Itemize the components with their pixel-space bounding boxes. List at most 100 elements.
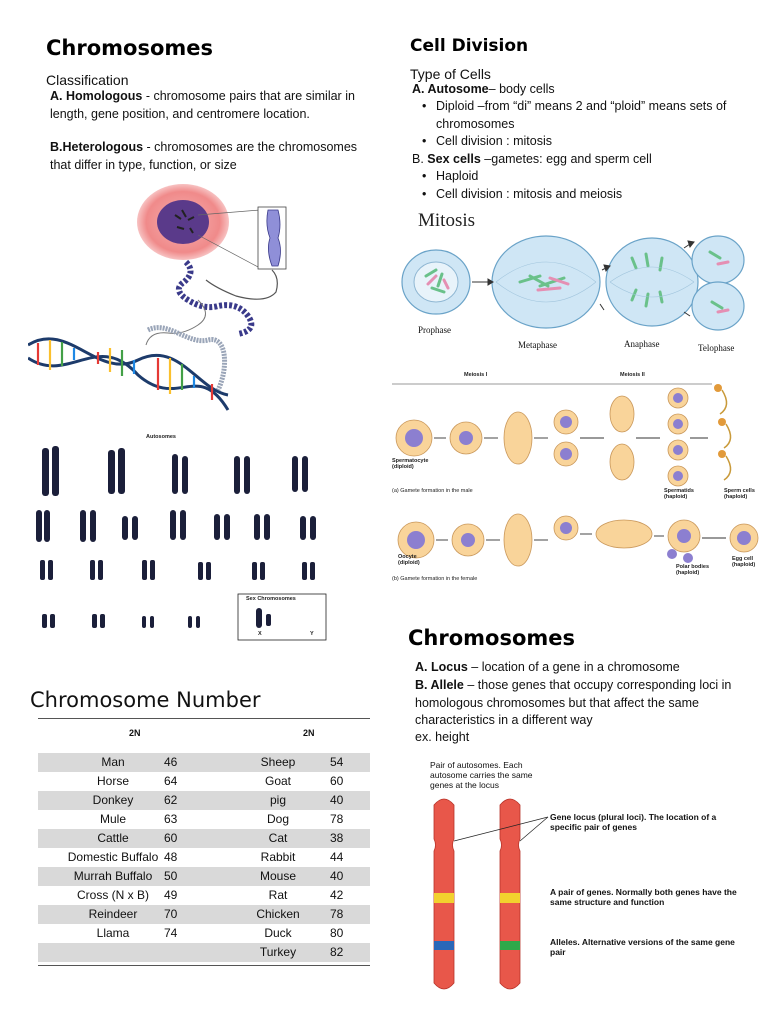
annotation-locus: Gene locus (plural loci). The location o… xyxy=(550,812,717,832)
count-cell: 50 xyxy=(164,869,178,883)
list-item: Cell division : mitosis xyxy=(422,133,752,151)
meiosis-1-label: Meiosis I xyxy=(464,372,488,378)
count-cell: 48 xyxy=(164,850,178,864)
count-cell: 63 xyxy=(164,812,178,826)
animal-cell: Mouse xyxy=(259,869,297,883)
meiosis-2-label: Meiosis II xyxy=(620,372,645,378)
count-cell: 49 xyxy=(164,888,178,902)
animal-cell: pig xyxy=(269,793,286,807)
mitosis-title: Mitosis xyxy=(418,210,476,231)
spermatocyte-ploidy: (diploid) xyxy=(392,464,414,470)
count-cell: 46 xyxy=(164,755,178,769)
heterologous-definition: B.Heterologous - chromosomes are the chr… xyxy=(50,139,360,174)
mitosis-stage-prophase: Prophase xyxy=(418,325,451,335)
allele-definition: B. Allele – those genes that occupy corr… xyxy=(415,677,745,730)
mitosis-stage-anaphase: Anaphase xyxy=(624,339,660,349)
table-row: Domestic Buffalo 48 Rabbit 44 xyxy=(38,848,370,867)
autosome-term: Autosome xyxy=(427,82,489,96)
animal-cell: Llama xyxy=(96,926,130,940)
oocyte-ploidy: (diploid) xyxy=(398,560,420,566)
page-title: Chromosomes xyxy=(46,36,214,60)
animal-cell: Sheep xyxy=(260,755,296,769)
sex-cells-line: B. Sex cells –gametes: egg and sperm cel… xyxy=(412,151,742,169)
count-cell: 82 xyxy=(330,945,344,959)
homologous-pair-illustration xyxy=(433,795,549,990)
count-cell: 40 xyxy=(330,793,344,807)
egg-cell-label: Egg cell(haploid) xyxy=(732,556,755,568)
animal-cell: Cross (N x B) xyxy=(77,888,149,902)
mitosis-stage-telophase: Telophase xyxy=(698,343,735,353)
spermatocyte-label: Spermatocyte(diploid) xyxy=(392,458,428,470)
sex-x-label: X xyxy=(258,631,262,637)
count-cell: 40 xyxy=(330,869,344,883)
sperm-cells-text: Sperm cells xyxy=(724,488,755,494)
locus-definition: A. Locus – location of a gene in a chrom… xyxy=(415,659,745,677)
chromosome-number-title: Chromosome Number xyxy=(30,688,261,712)
count-cell: 38 xyxy=(330,831,344,845)
sex-chromosomes-title: Sex Chromosomes xyxy=(246,596,296,602)
polar-bodies-text: Polar bodies xyxy=(676,564,710,570)
caption-female: (b) Gamete formation in the female xyxy=(392,576,478,582)
animal-cell: Donkey xyxy=(92,793,134,807)
spermatids-text: Spermatids xyxy=(664,488,694,494)
animal-cell: Murrah Buffalo xyxy=(73,869,153,883)
count-cell: 60 xyxy=(330,774,344,788)
mitosis-diagram xyxy=(401,235,745,331)
list-item: Haploid xyxy=(422,168,752,186)
oocyte-label: Oocyte(diploid) xyxy=(398,554,420,566)
list-item: Diploid –from “di” means 2 and “ploid” m… xyxy=(422,98,752,133)
annotation-gene-pair: A pair of genes. Normally both genes hav… xyxy=(550,887,737,907)
table-header-right: 2N xyxy=(303,728,315,738)
height-example: ex. height xyxy=(415,730,470,744)
sex-cells-list: Haploid Cell division : mitosis and meio… xyxy=(412,168,752,203)
count-cell: 74 xyxy=(164,926,178,940)
sperm-cells-label: Sperm cells(haploid) xyxy=(724,488,755,500)
homologous-term: A. Homologous xyxy=(50,89,143,103)
animal-cell: Rabbit xyxy=(260,850,296,864)
autosome-line: A. Autosome– body cells xyxy=(412,81,742,99)
animal-cell: Domestic Buffalo xyxy=(67,850,159,864)
heterologous-term: B.Heterologous xyxy=(50,140,144,154)
heterologous-desc: - chromosomes are the chromosomes that d… xyxy=(50,140,358,172)
list-item: Cell division : mitosis and meiosis xyxy=(422,186,752,204)
count-cell: 62 xyxy=(164,793,178,807)
table-row: Mule 63 Dog 78 xyxy=(38,810,370,829)
polar-bodies-ploidy: (haploid) xyxy=(676,570,700,576)
type-of-cells-heading: Type of Cells xyxy=(410,66,491,82)
autosome-list: Diploid –from “di” means 2 and “ploid” m… xyxy=(412,98,752,151)
autosome-desc: – body cells xyxy=(488,82,555,96)
annotation-autosomes: Pair of autosomes. Each autosome carries… xyxy=(430,760,533,790)
sex-term: Sex cells xyxy=(427,152,481,166)
animal-cell: Cattle xyxy=(97,831,129,845)
animal-cell: Turkey xyxy=(259,945,297,959)
animal-cell: Dog xyxy=(266,812,289,826)
egg-cell-ploidy: (haploid) xyxy=(732,562,756,568)
count-cell: 54 xyxy=(330,755,344,769)
count-cell: 78 xyxy=(330,812,344,826)
animal-cell: Duck xyxy=(264,926,292,940)
locus-desc: – location of a gene in a chromosome xyxy=(467,660,680,674)
sex-y-label: Y xyxy=(310,631,314,637)
count-cell: 44 xyxy=(330,850,344,864)
egg-cell-text: Egg cell xyxy=(732,556,754,562)
animal-cell: Horse xyxy=(96,774,129,788)
spermatids-ploidy: (haploid) xyxy=(664,494,688,500)
count-cell: 60 xyxy=(164,831,178,845)
spermatids-label: Spermatids(haploid) xyxy=(664,488,694,500)
animal-cell: Chicken xyxy=(256,907,300,921)
count-cell: 70 xyxy=(164,907,178,921)
allele-term: B. Allele xyxy=(415,678,464,692)
polar-bodies-label: Polar bodies(haploid) xyxy=(676,564,709,576)
meiosis-diagram xyxy=(392,383,759,567)
count-cell: 64 xyxy=(164,774,178,788)
karyotype-title: Autosomes xyxy=(146,434,176,440)
count-cell: 78 xyxy=(330,907,344,921)
sperm-cells-ploidy: (haploid) xyxy=(724,494,748,500)
caption-male: (a) Gamete formation in the male xyxy=(392,488,473,494)
animal-cell: Mule xyxy=(99,812,126,826)
